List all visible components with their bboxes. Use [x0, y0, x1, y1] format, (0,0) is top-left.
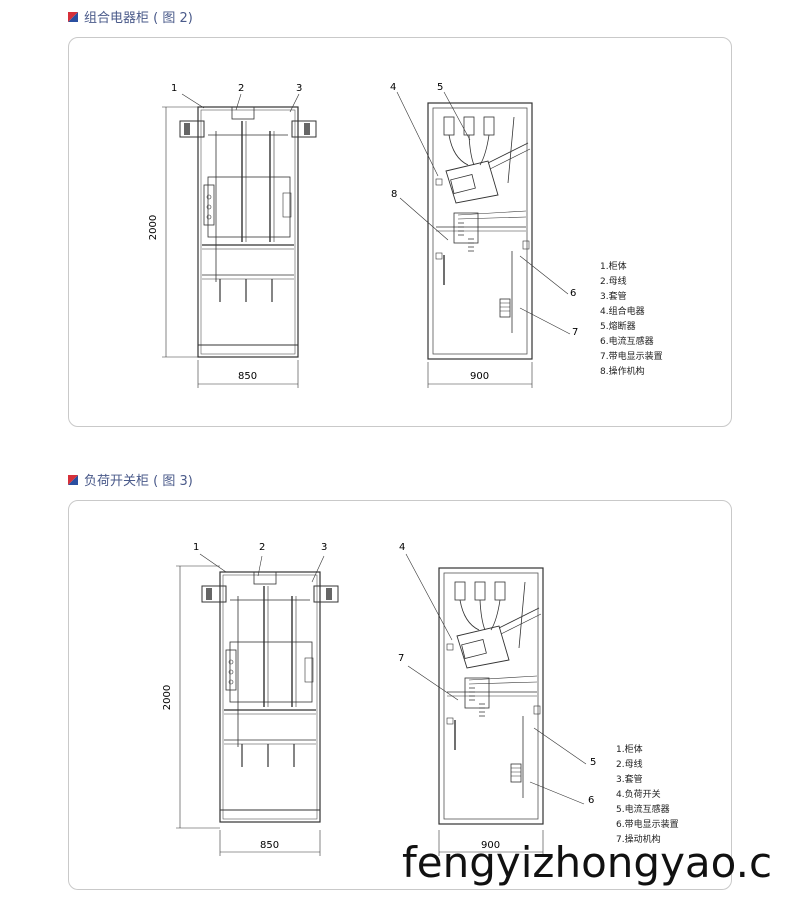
callout-label: 8 [391, 189, 398, 200]
diagram-panel-1 [68, 37, 732, 427]
width-dimension: 850 [260, 840, 280, 851]
section-title-1: 组合电器柜 ( 图 2) [68, 7, 193, 26]
leader-lines-1 [181, 91, 571, 335]
left-cabinet-elevation-2 [201, 571, 339, 823]
callout-label: 1 [193, 542, 200, 553]
legend-item: 8.操作机构 [600, 367, 645, 377]
callout-label: 6 [588, 795, 595, 806]
legend-item: 1.柜体 [616, 745, 643, 755]
legend-2: 1.柜体 2.母线 3.套管 4.负荷开关 5.电流互感器 6.带电显示装置 7… [616, 743, 679, 848]
legend-item: 4.组合电器 [600, 307, 645, 317]
callout-label: 3 [321, 542, 328, 553]
legend-item: 1.柜体 [600, 262, 627, 272]
legend-item: 6.电流互感器 [600, 337, 654, 347]
callout-label: 2 [238, 83, 245, 94]
callout-label: 4 [399, 542, 406, 553]
section-title-2: 负荷开关柜 ( 图 3) [68, 470, 193, 489]
title-marker-icon [68, 11, 78, 22]
callout-label: 2 [259, 542, 266, 553]
section-title-text: 组合电器柜 ( 图 2) [84, 11, 193, 26]
diagram-panel-2 [68, 500, 732, 890]
legend-item: 7.操动机构 [616, 835, 661, 845]
left-cabinet-elevation-1 [179, 106, 317, 358]
section-title-text: 负荷开关柜 ( 图 3) [84, 474, 193, 489]
right-cabinet-section-1 [427, 102, 533, 360]
legend-item: 6.带电显示装置 [616, 820, 679, 830]
callout-label: 7 [398, 653, 405, 664]
right-cabinet-section-2 [438, 567, 544, 825]
callout-label: 7 [572, 327, 579, 338]
legend-item: 4.负荷开关 [616, 790, 661, 800]
legend-1: 1.柜体 2.母线 3.套管 4.组合电器 5.熔断器 6.电流互感器 7.带电… [600, 260, 663, 380]
legend-item: 3.套管 [616, 775, 643, 785]
leader-lines-2 [199, 553, 587, 805]
legend-item: 5.熔断器 [600, 322, 636, 332]
legend-item: 7.带电显示装置 [600, 352, 663, 362]
callout-label: 5 [590, 757, 597, 768]
callout-label: 4 [390, 82, 397, 93]
width-dimension: 900 [470, 371, 490, 382]
dimension-lines-2 [176, 565, 544, 856]
legend-item: 2.母线 [616, 760, 643, 770]
legend-item: 5.电流互感器 [616, 805, 670, 815]
height-dimension: 2000 [148, 214, 160, 241]
watermark-text: fengyizhongyao.c [402, 838, 773, 887]
width-dimension: 850 [238, 371, 258, 382]
callout-label: 1 [171, 83, 178, 94]
callout-label: 5 [437, 82, 444, 93]
callout-label: 3 [296, 83, 303, 94]
dimension-lines-1 [162, 106, 533, 388]
legend-item: 3.套管 [600, 292, 627, 302]
title-marker-icon [68, 474, 78, 485]
legend-item: 2.母线 [600, 277, 627, 287]
callout-label: 6 [570, 288, 577, 299]
height-dimension: 2000 [162, 684, 174, 711]
width-dimension: 900 [481, 840, 501, 851]
